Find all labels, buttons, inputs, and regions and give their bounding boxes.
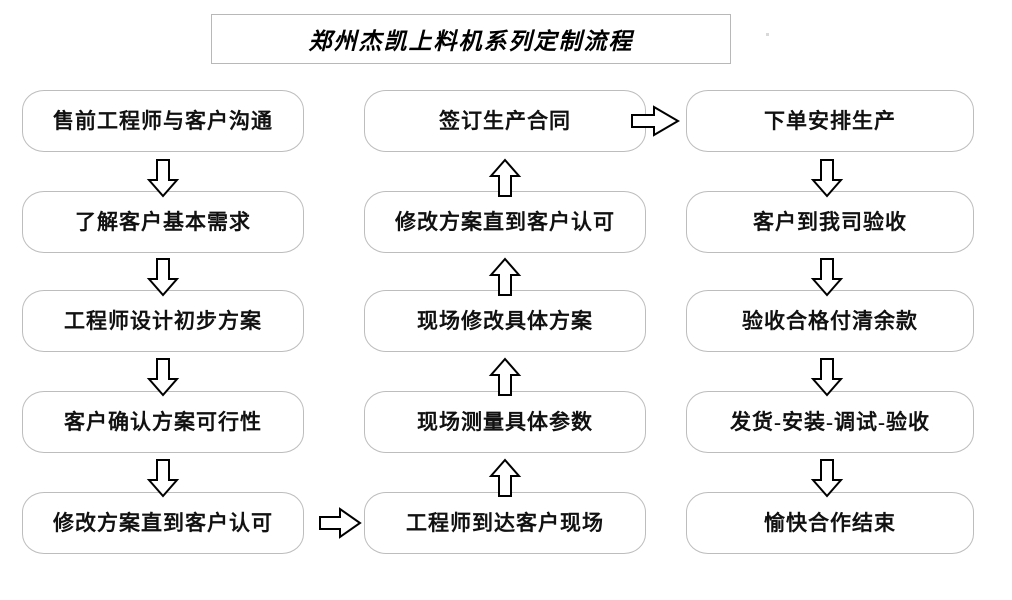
arrow-down-icon	[144, 357, 182, 397]
node-pre-sales-communication[interactable]: 售前工程师与客户沟通	[22, 90, 304, 152]
node-label: 下单安排生产	[764, 108, 896, 133]
arrow-down-icon	[144, 257, 182, 297]
arrow-right-icon	[630, 102, 680, 140]
arrow-down-icon	[144, 458, 182, 498]
node-label: 修改方案直到客户认可	[53, 510, 273, 535]
arrow-up-icon	[486, 458, 524, 498]
node-pay-balance-after-acceptance[interactable]: 验收合格付清余款	[686, 290, 974, 352]
node-ship-install-debug-accept[interactable]: 发货-安装-调试-验收	[686, 391, 974, 453]
arrow-down-icon	[808, 357, 846, 397]
arrow-up-icon	[486, 357, 524, 397]
node-understand-requirements[interactable]: 了解客户基本需求	[22, 191, 304, 253]
node-customer-inspection-at-factory[interactable]: 客户到我司验收	[686, 191, 974, 253]
node-engineer-preliminary-design[interactable]: 工程师设计初步方案	[22, 290, 304, 352]
arrow-down-icon	[144, 158, 182, 198]
node-label: 验收合格付清余款	[742, 308, 918, 333]
node-label: 发货-安装-调试-验收	[730, 409, 930, 434]
arrow-up-icon	[486, 158, 524, 198]
node-onsite-measure-parameters[interactable]: 现场测量具体参数	[364, 391, 646, 453]
node-label: 现场测量具体参数	[417, 409, 593, 434]
node-label: 修改方案直到客户认可	[395, 209, 615, 234]
chart-title-text: 郑州杰凯上料机系列定制流程	[308, 29, 634, 54]
node-label: 愉快合作结束	[764, 510, 896, 535]
node-label: 现场修改具体方案	[417, 308, 593, 333]
node-label: 签订生产合同	[439, 108, 571, 133]
arrow-up-icon	[486, 257, 524, 297]
node-onsite-revise-plan[interactable]: 现场修改具体方案	[364, 290, 646, 352]
node-label: 售前工程师与客户沟通	[53, 108, 273, 133]
node-label: 客户确认方案可行性	[64, 409, 262, 434]
node-label: 客户到我司验收	[753, 209, 907, 234]
chart-title-box: 郑州杰凯上料机系列定制流程	[211, 14, 731, 64]
node-revise-until-approved-middle[interactable]: 修改方案直到客户认可	[364, 191, 646, 253]
node-happy-cooperation-end[interactable]: 愉快合作结束	[686, 492, 974, 554]
arrow-down-icon	[808, 458, 846, 498]
arrow-right-icon	[318, 504, 362, 542]
node-customer-confirm-feasibility[interactable]: 客户确认方案可行性	[22, 391, 304, 453]
node-label: 工程师到达客户现场	[406, 510, 604, 535]
arrow-down-icon	[808, 158, 846, 198]
node-sign-production-contract[interactable]: 签订生产合同	[364, 90, 646, 152]
node-label: 了解客户基本需求	[75, 209, 251, 234]
arrow-down-icon	[808, 257, 846, 297]
node-place-order-arrange-production[interactable]: 下单安排生产	[686, 90, 974, 152]
node-engineer-arrives-onsite[interactable]: 工程师到达客户现场	[364, 492, 646, 554]
node-label: 工程师设计初步方案	[64, 308, 262, 333]
node-revise-until-approved-left[interactable]: 修改方案直到客户认可	[22, 492, 304, 554]
title-stray-dot	[766, 33, 769, 36]
